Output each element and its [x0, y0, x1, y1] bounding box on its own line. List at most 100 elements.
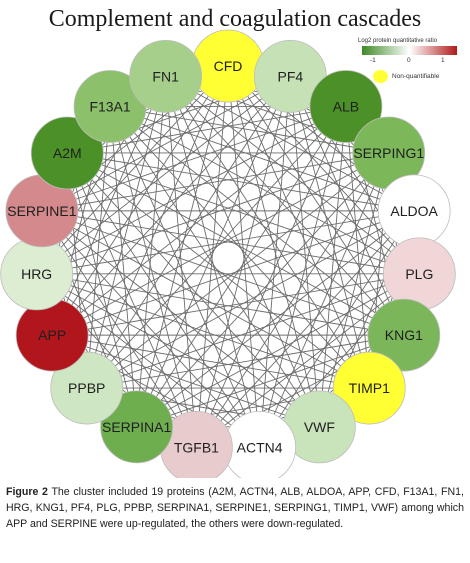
node-serping1[interactable]: SERPING1: [352, 116, 426, 190]
edge-KNG1-FN1: [165, 76, 405, 336]
caption-label: Figure 2: [6, 486, 48, 498]
caption-text: The cluster included 19 proteins (A2M, A…: [6, 486, 464, 530]
legend-tick-min: -1: [370, 57, 376, 64]
node-a2m[interactable]: A2M: [30, 116, 104, 190]
edge-ALB-VWF: [318, 106, 347, 427]
node-ppbp[interactable]: PPBP: [50, 351, 124, 425]
node-label-serpine1: SERPINE1: [7, 203, 76, 219]
node-vwf[interactable]: VWF: [282, 390, 356, 464]
edge-ACTN4-SERPINE1: [41, 210, 260, 448]
edge-PF4-TIMP1: [289, 76, 370, 389]
node-plg[interactable]: PLG: [382, 237, 456, 311]
node-cfd[interactable]: CFD: [191, 29, 265, 103]
node-circle-serpina1[interactable]: [100, 390, 174, 464]
node-circle-alb[interactable]: [309, 70, 383, 143]
edge-KNG1-HRG: [36, 273, 404, 336]
node-actn4[interactable]: ACTN4: [223, 410, 296, 478]
edge-PLG-APP: [52, 273, 420, 336]
edge-SERPING1-ACTN4: [259, 152, 390, 448]
edge-CFD-VWF: [227, 65, 320, 427]
node-serpine1[interactable]: SERPINE1: [5, 174, 79, 248]
node-circle-fn1[interactable]: [129, 40, 203, 113]
edge-SERPINA1-F13A1: [109, 106, 138, 427]
edge-TIMP1-FN1: [165, 76, 370, 389]
node-label-a2m: A2M: [53, 145, 82, 161]
node-app[interactable]: APP: [15, 298, 89, 372]
edge-ALB-HRG: [36, 106, 347, 275]
edge-PPBP-F13A1: [86, 106, 111, 389]
node-f13a1[interactable]: F13A1: [73, 70, 147, 143]
edge-TGFB1-FN1: [165, 76, 197, 448]
edge-TIMP1-APP: [52, 334, 370, 389]
node-label-cfd: CFD: [214, 58, 243, 74]
edge-TGFB1-F13A1: [109, 106, 197, 448]
node-fn1[interactable]: FN1: [129, 40, 203, 113]
edge-KNG1-F13A1: [109, 106, 405, 336]
node-timp1[interactable]: TIMP1: [332, 351, 406, 425]
node-label-aldoa: ALDOA: [390, 203, 438, 219]
edge-VWF-HRG: [36, 273, 320, 428]
edge-CFD-PPBP: [86, 65, 229, 389]
node-circle-a2m[interactable]: [30, 116, 104, 190]
edge-TGFB1-SERPINE1: [41, 210, 197, 448]
node-label-timp1: TIMP1: [349, 380, 390, 396]
node-label-serpina1: SERPINA1: [102, 419, 171, 435]
node-label-hrg: HRG: [21, 266, 52, 282]
edge-VWF-FN1: [165, 76, 320, 428]
edge-ALDOA-PPBP: [86, 210, 415, 389]
edge-SERPINA1-A2M: [66, 152, 138, 427]
edge-ACTN4-FN1: [165, 76, 261, 448]
node-label-fn1: FN1: [152, 68, 179, 84]
node-circle-ppbp[interactable]: [50, 351, 124, 425]
edge-SERPING1-SERPINA1: [136, 152, 390, 428]
edge-TIMP1-HRG: [36, 273, 370, 389]
edge-ALDOA-F13A1: [109, 106, 415, 212]
legend-title: Log2 protein quantitative ratio: [358, 38, 438, 44]
legend-nonquantifiable-label: Non-quantifiable: [392, 73, 440, 80]
edge-ACTN4-HRG: [36, 273, 260, 448]
edge-ALDOA-TGFB1: [196, 210, 415, 448]
node-label-pf4: PF4: [277, 68, 303, 84]
node-kng1[interactable]: KNG1: [367, 298, 441, 372]
node-aldoa[interactable]: ALDOA: [377, 174, 451, 248]
edge-PF4-HRG: [36, 76, 291, 275]
node-label-serping1: SERPING1: [353, 145, 424, 161]
edge-PF4-ACTN4: [259, 76, 291, 448]
figure-caption: Figure 2 The cluster included 19 protein…: [6, 484, 464, 532]
edge-CFD-TIMP1: [227, 65, 370, 389]
edge-TIMP1-SERPINE1: [41, 210, 370, 389]
edge-SERPINA1-FN1: [136, 76, 167, 427]
node-circle-kng1[interactable]: [367, 298, 441, 372]
edge-SERPING1-HRG: [36, 152, 389, 275]
node-alb[interactable]: ALB: [309, 70, 383, 143]
edge-PLG-F13A1: [109, 106, 420, 275]
node-label-tgfb1: TGFB1: [174, 439, 219, 455]
edge-ALDOA-SERPINA1: [136, 210, 415, 428]
edge-ALB-SERPINE1: [41, 106, 347, 212]
node-circle-timp1[interactable]: [332, 351, 406, 425]
node-label-f13a1: F13A1: [89, 98, 130, 114]
edge-PF4-TGFB1: [195, 76, 291, 448]
node-label-actn4: ACTN4: [237, 439, 283, 455]
edge-PLG-FN1: [165, 76, 420, 275]
node-pf4[interactable]: PF4: [253, 40, 327, 113]
edge-TGFB1-A2M: [66, 152, 197, 448]
edge-ACTN4-A2M: [66, 152, 260, 448]
edge-ALDOA-FN1: [165, 76, 415, 212]
edge-KNG1-A2M: [67, 152, 405, 336]
node-label-plg: PLG: [405, 266, 433, 282]
node-serpina1[interactable]: SERPINA1: [100, 390, 174, 464]
edge-ACTN4-F13A1: [109, 106, 261, 448]
node-label-alb: ALB: [333, 98, 359, 114]
edge-SERPING1-TGFB1: [196, 152, 390, 448]
node-label-app: APP: [38, 327, 66, 343]
node-label-ppbp: PPBP: [68, 380, 105, 396]
node-label-vwf: VWF: [304, 419, 335, 435]
node-hrg[interactable]: HRG: [0, 237, 74, 311]
edge-KNG1-PPBP: [86, 334, 404, 389]
edge-PLG-SERPINE1: [41, 210, 420, 275]
edge-APP-FN1: [51, 76, 167, 336]
edge-PPBP-FN1: [86, 76, 167, 389]
